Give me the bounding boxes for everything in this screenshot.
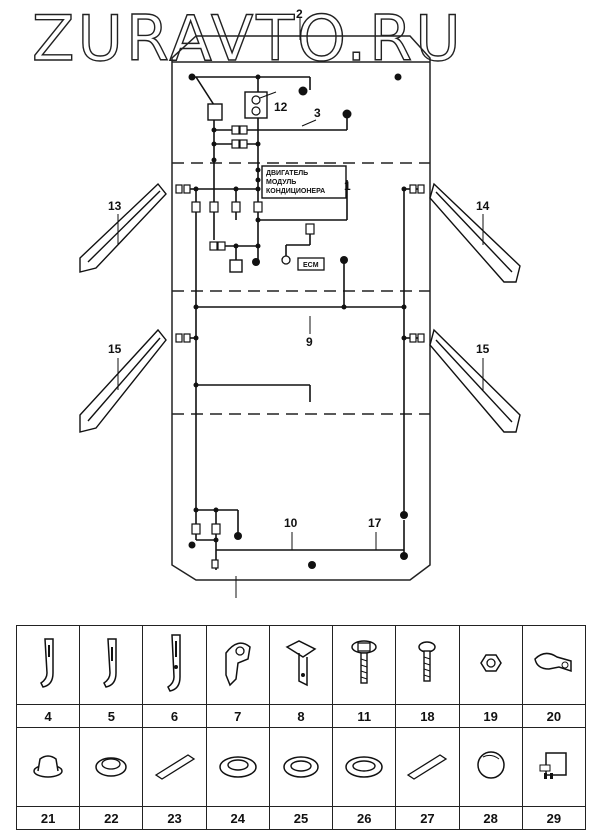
part-6-icon	[142, 625, 207, 705]
callout-2: 2	[296, 7, 303, 21]
part-label: 25	[268, 806, 334, 830]
callout-10: 10	[284, 516, 298, 530]
part-22-icon	[79, 727, 144, 807]
part-label: 7	[205, 704, 270, 728]
part-label: 21	[15, 806, 81, 830]
part-29-icon	[521, 727, 587, 807]
part-20-icon	[521, 625, 587, 705]
callout-3: 3	[314, 106, 321, 120]
part-label: 4	[15, 704, 81, 728]
section-dividers	[172, 162, 430, 415]
callout-15-right: 15	[476, 342, 490, 356]
part-19-icon	[458, 625, 523, 705]
part-label: 22	[79, 806, 144, 830]
fuse-a-icon	[251, 95, 261, 105]
part-26-icon	[332, 727, 397, 807]
connectors	[175, 125, 425, 569]
part-23-icon	[142, 727, 207, 807]
callout-15-left: 15	[108, 342, 122, 356]
junction-dots	[193, 74, 407, 543]
callout-9: 9	[306, 335, 313, 349]
module-label-line2: МОДУЛЬ	[266, 179, 296, 186]
sensor-round	[281, 255, 291, 265]
part-label: 24	[205, 806, 270, 830]
wiring-diagram: ДВИГАТЕЛЬ МОДУЛЬ КОНДИЦИОНЕРА ECM	[79, 7, 521, 598]
part-8-icon	[268, 625, 334, 705]
callout-12: 12	[274, 100, 288, 114]
parts-table: 4 5 6 7 8 11 18 19 20 21 22 23 24 25 26 …	[15, 625, 587, 830]
ground-points	[188, 73, 408, 569]
part-24-icon	[205, 727, 270, 807]
fuse-block	[244, 91, 268, 119]
part-7-icon	[205, 625, 270, 705]
fuse-b-icon	[251, 106, 261, 116]
part-label: 20	[521, 704, 587, 728]
part-25-icon	[268, 727, 334, 807]
part-label: 6	[142, 704, 207, 728]
part-28-icon	[458, 727, 523, 807]
ecm-label: ECM	[303, 262, 319, 269]
leader-lines	[117, 18, 484, 598]
part-label: 26	[332, 806, 397, 830]
watermark: ZURAVTO.RU	[31, 2, 464, 75]
part-5-icon	[79, 625, 144, 705]
part-label: 27	[395, 806, 460, 830]
part-4-icon	[15, 625, 81, 705]
junction-block	[207, 103, 223, 121]
panel-outline	[171, 35, 431, 581]
part-label: 11	[332, 704, 397, 728]
callout-13: 13	[108, 199, 122, 213]
part-18-icon	[395, 625, 460, 705]
part-label: 23	[142, 806, 207, 830]
part-label: 19	[458, 704, 523, 728]
part-label: 5	[79, 704, 144, 728]
callout-17: 17	[368, 516, 382, 530]
part-11-icon	[332, 625, 397, 705]
harness-lines	[184, 76, 418, 570]
part-label: 18	[395, 704, 460, 728]
part-27-icon	[395, 727, 460, 807]
callout-14: 14	[476, 199, 490, 213]
module-label-line1: ДВИГАТЕЛЬ	[266, 170, 308, 177]
ecm-box	[297, 257, 325, 271]
part-label: 29	[521, 806, 587, 830]
module-box: ДВИГАТЕЛЬ МОДУЛЬ КОНДИЦИОНЕРА	[261, 165, 347, 199]
side-strips	[79, 182, 521, 433]
part-label: 28	[458, 806, 523, 830]
sensor-box	[229, 259, 243, 273]
module-label-line3: КОНДИЦИОНЕРА	[266, 188, 325, 195]
callout-1: 1	[344, 179, 351, 193]
part-label: 8	[268, 704, 334, 728]
part-21-icon	[15, 727, 81, 807]
